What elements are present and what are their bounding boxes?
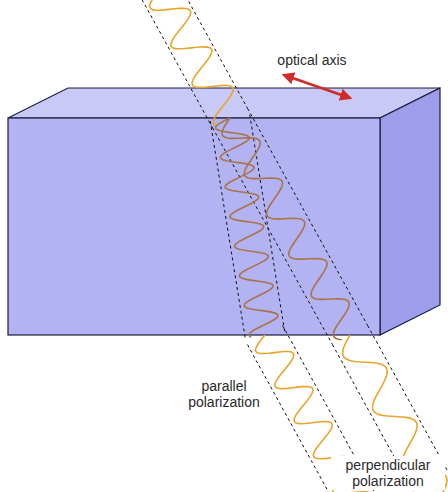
crystal-side-face: [380, 88, 440, 335]
light-wave: [222, 118, 349, 340]
crystal-top-face: [8, 88, 440, 118]
light-wave: [150, 0, 234, 125]
beam-group: [142, 0, 448, 492]
beam-edge: [210, 121, 245, 338]
optical-axis-arrow: [284, 75, 350, 98]
beam-edge: [177, 0, 247, 108]
crystal-front-face: [8, 118, 380, 335]
light-wave: [216, 118, 278, 337]
text-label: optical axis: [262, 52, 362, 68]
text-label: parallel polarization: [176, 378, 272, 410]
text-label: perpendicular polarization: [331, 456, 445, 490]
beam-edge: [142, 0, 212, 128]
